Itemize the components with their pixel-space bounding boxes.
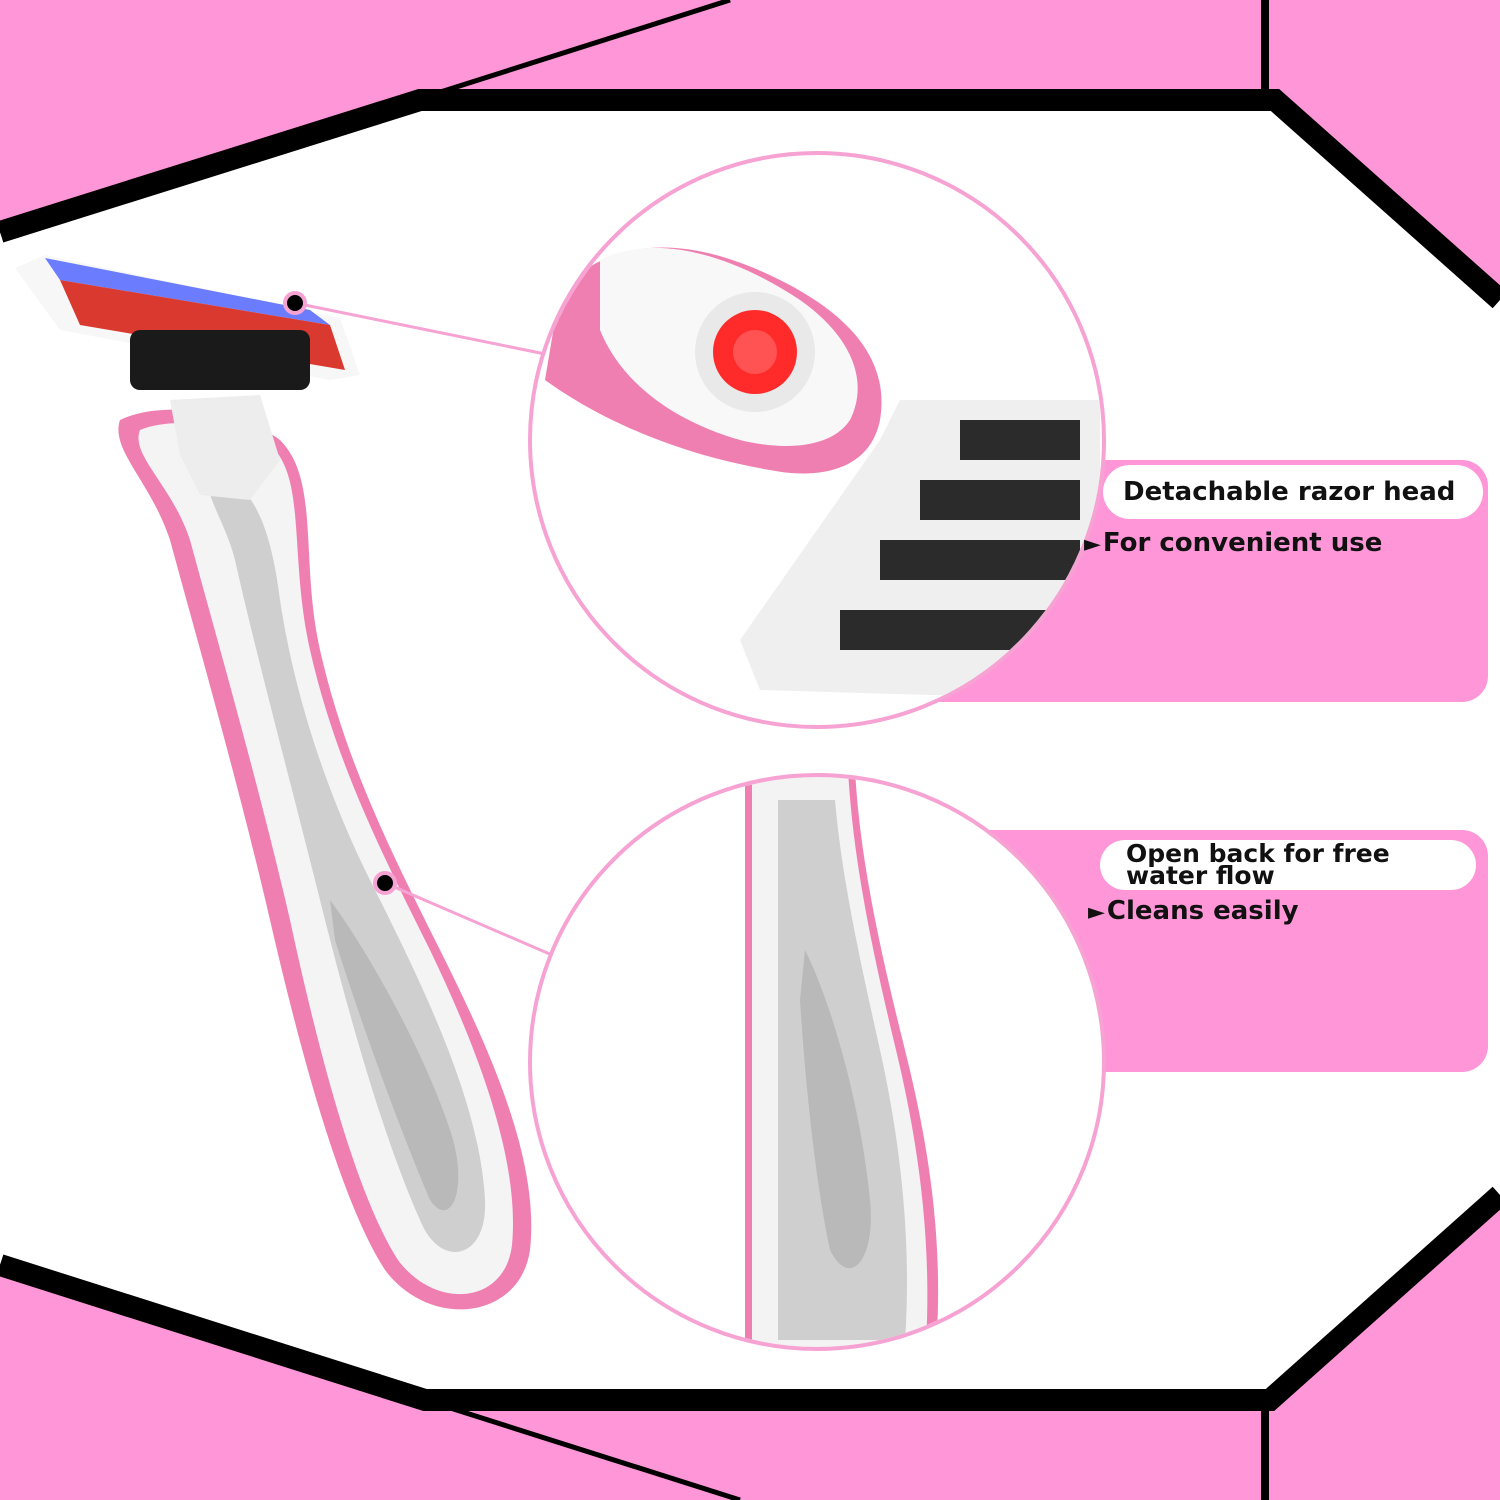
feature-1-title: Detachable razor head (1123, 477, 1456, 507)
feature-2-title-line1: Open back for free (1126, 839, 1390, 868)
callout-dot-head (283, 291, 307, 315)
feature-1-bullet-text: For convenient use (1102, 528, 1383, 558)
bullet-arrow-icon: ► (1084, 532, 1101, 557)
zoom-circle-back (528, 773, 1106, 1351)
feature-2-title-pill: Open back for free water flow (1100, 840, 1476, 890)
callout-lines (283, 291, 553, 957)
bullet-arrow-icon: ► (1088, 900, 1105, 925)
feature-2-bullet: ►Cleans easily (1088, 896, 1299, 926)
callout-dot-back (373, 871, 397, 895)
feature-2-title-line2: water flow (1126, 861, 1275, 890)
feature-2-bullet-text: Cleans easily (1106, 896, 1299, 926)
zoom-circle-head (528, 151, 1106, 729)
feature-1-bullet: ►For convenient use (1084, 528, 1382, 558)
feature-1-title-pill: Detachable razor head (1103, 465, 1483, 519)
razor-illustration (15, 255, 532, 1310)
